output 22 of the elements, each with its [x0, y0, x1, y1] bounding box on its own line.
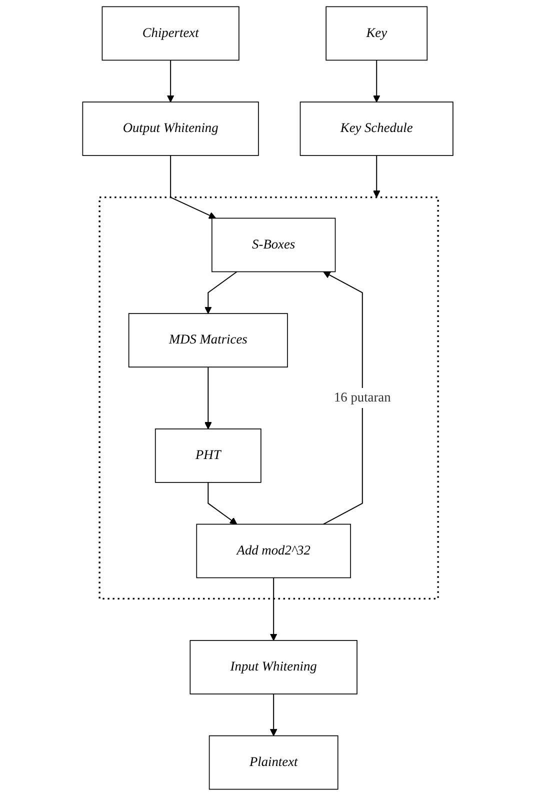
node-box: PHT	[155, 428, 262, 483]
node-box: Add mod2^32	[196, 524, 352, 578]
arrow	[167, 60, 174, 102]
arrow	[170, 156, 216, 219]
node-box: MDS Matrices	[128, 313, 288, 368]
cluster	[98, 196, 440, 600]
edge-label: 16 putaran	[334, 390, 391, 405]
arrow	[208, 482, 238, 525]
arrow	[373, 60, 380, 102]
node-box: Output Whitening	[82, 102, 260, 156]
arrow	[373, 156, 380, 198]
arrow	[323, 271, 364, 525]
node-box: S-Boxes	[212, 218, 336, 272]
node-box: Input Whitening	[190, 640, 358, 694]
arrow	[270, 578, 278, 641]
arrow	[204, 271, 238, 314]
node-box: Key	[326, 6, 428, 61]
arrow	[204, 367, 212, 430]
arrow	[270, 694, 278, 736]
node-box: Plaintext	[209, 735, 338, 790]
node-box: Key Schedule	[300, 102, 454, 156]
node-box: Chipertext	[102, 6, 240, 61]
